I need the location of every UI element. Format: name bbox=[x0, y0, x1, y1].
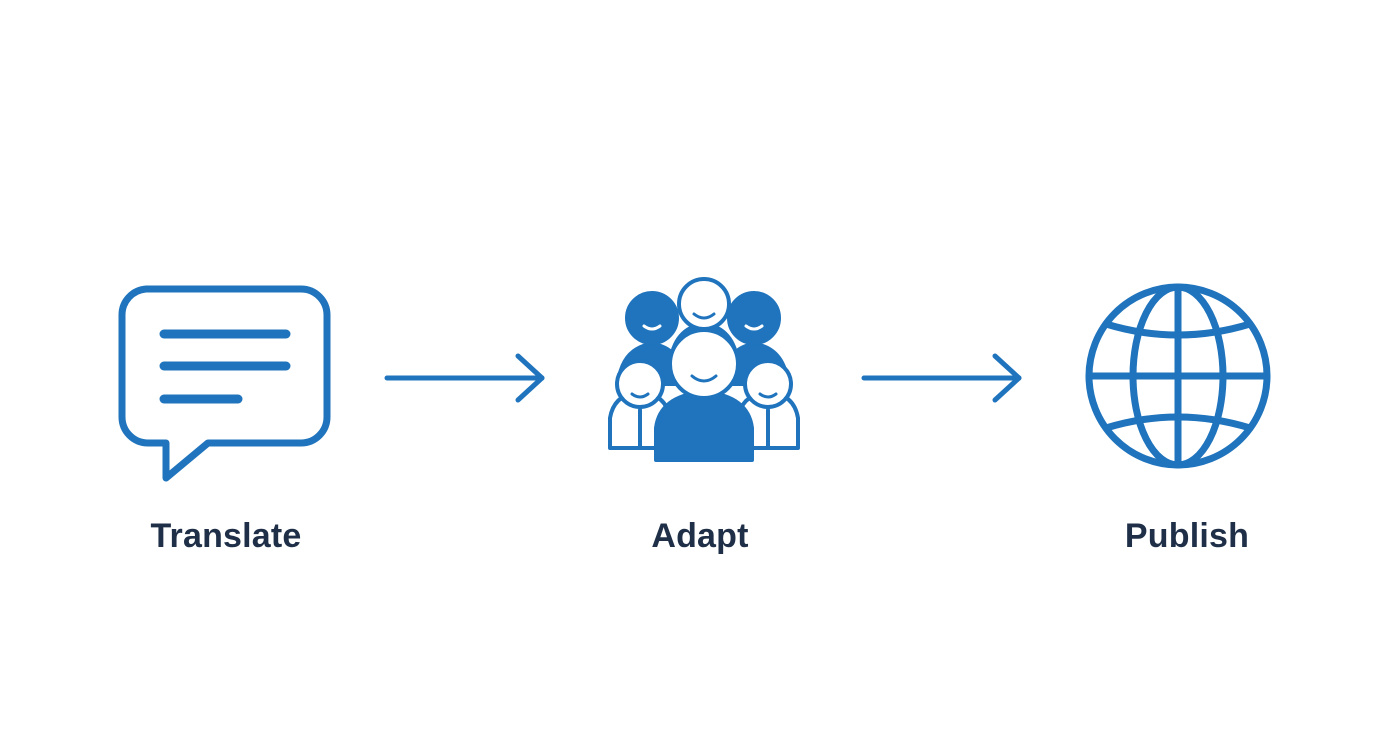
people-group-icon bbox=[608, 277, 800, 462]
arrow-right-icon bbox=[384, 353, 545, 403]
step-label-translate: Translate bbox=[150, 517, 302, 555]
step-label-adapt: Adapt bbox=[651, 517, 749, 555]
step-label-publish: Publish bbox=[1124, 517, 1250, 555]
arrow-right-icon bbox=[861, 353, 1022, 403]
speech-bubble-icon bbox=[118, 285, 331, 482]
globe-icon bbox=[1085, 283, 1271, 469]
